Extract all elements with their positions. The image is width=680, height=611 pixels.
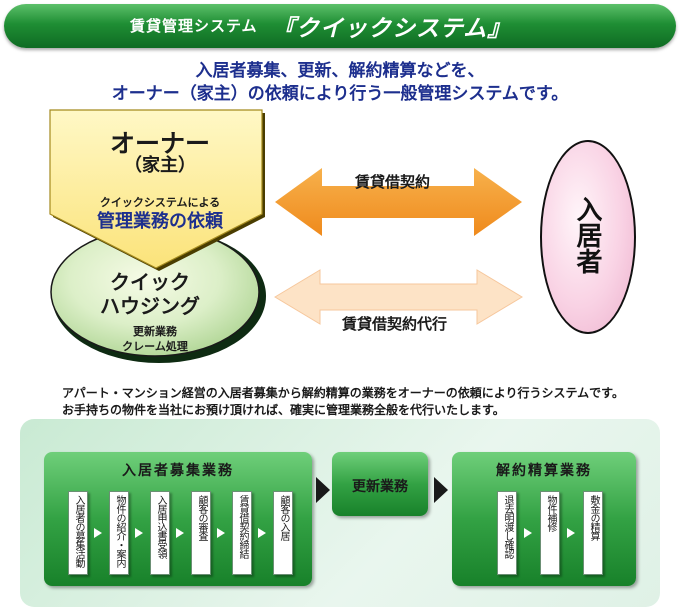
step-arrow: [135, 528, 143, 538]
recruit-step-2: 物件の紹介・案内: [109, 491, 129, 575]
contract-label: 賃貸借契約: [355, 173, 431, 191]
header-bar: [4, 4, 676, 48]
contract-agent-label: 賃貸借契約代行: [342, 315, 448, 333]
cancel-step-1: 退去明渡し確認: [497, 491, 517, 575]
contract-arrow: [275, 168, 522, 236]
recruit-step-1: 入居者の募集活動: [68, 491, 88, 575]
recruit-step-4: 顧客の審査: [191, 491, 211, 575]
owner-shape: [49, 109, 263, 269]
intro-line-2: オーナー（家主）の依頼により行う一般管理システムです。: [111, 84, 569, 104]
description-line-1: アパート・マンション経営の入居者募集から解約精算の業務をオーナーの依頼により行う…: [62, 386, 624, 400]
intro-line-1: 入居者募集、更新、解約精算などを、: [195, 61, 485, 81]
flow-arrow-1: [316, 477, 330, 503]
company-name-line-1: クイック: [110, 270, 190, 294]
company-duty-2: クレーム処理: [122, 340, 188, 353]
step-arrow: [567, 528, 575, 538]
owner-title: オーナー: [109, 129, 210, 158]
header-system-name: 『クイックシステム』: [272, 16, 512, 42]
owner-request-small: クイックシステムによる: [99, 196, 221, 209]
recruit-step-5: 賃貸借契約締結: [232, 491, 252, 575]
step-arrow: [217, 528, 225, 538]
cancel-step-2: 物件補修: [540, 491, 560, 575]
renewal-block: [332, 452, 428, 516]
step-arrow: [258, 528, 266, 538]
cancel-step-3: 敷金の精算: [583, 491, 603, 575]
company-name-line-2: ハウジング: [100, 294, 200, 318]
contract-agent-arrow: [274, 269, 523, 325]
header-system-label: 賃貸管理システム: [130, 17, 258, 35]
owner-request-big: 管理業務の依頼: [97, 211, 223, 232]
tenant-ellipse: [540, 140, 636, 334]
recruit-step-6: 顧客の入居: [273, 491, 293, 575]
recruit-block-title: 入居者募集業務: [122, 463, 234, 479]
renewal-block-title: 更新業務: [352, 479, 408, 495]
cancel-block-title: 解約精算業務: [496, 463, 592, 479]
tenant-label: 入居者: [572, 196, 602, 274]
step-arrow: [524, 528, 532, 538]
owner-subtitle: （家主）: [124, 155, 196, 176]
description-line-2: お手持ちの物件を当社にお預け頂ければ、確実に管理業務全般を代行いたします。: [62, 403, 505, 417]
company-duty-1: 更新業務: [133, 325, 177, 338]
recruit-block: [44, 452, 312, 586]
recruit-step-3: 入居申込書受領: [150, 491, 170, 575]
step-arrow: [94, 528, 102, 538]
flow-arrow-2: [434, 477, 448, 503]
step-arrow: [176, 528, 184, 538]
